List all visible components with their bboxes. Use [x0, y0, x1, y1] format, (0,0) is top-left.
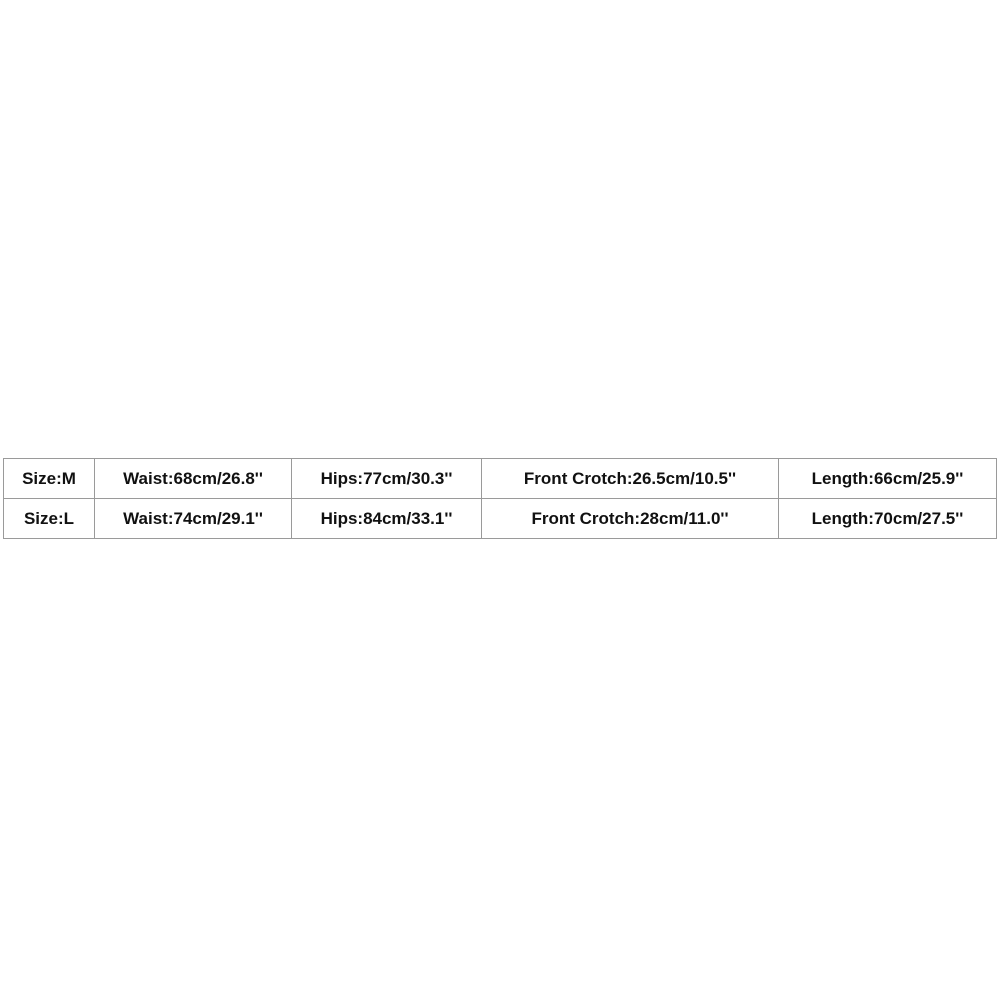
size-cell: Size:M [3, 458, 95, 499]
hips-cell: Hips:84cm/33.1'' [291, 498, 482, 539]
size-cell: Size:L [3, 498, 95, 539]
length-cell: Length:66cm/25.9'' [778, 458, 997, 499]
length-cell: Length:70cm/27.5'' [778, 498, 997, 539]
table-row: Size:L Waist:74cm/29.1'' Hips:84cm/33.1'… [3, 498, 997, 539]
front-crotch-cell: Front Crotch:26.5cm/10.5'' [481, 458, 779, 499]
table-row: Size:M Waist:68cm/26.8'' Hips:77cm/30.3'… [3, 458, 997, 499]
waist-cell: Waist:68cm/26.8'' [94, 458, 292, 499]
front-crotch-cell: Front Crotch:28cm/11.0'' [481, 498, 779, 539]
size-chart-table: Size:M Waist:68cm/26.8'' Hips:77cm/30.3'… [3, 458, 997, 539]
hips-cell: Hips:77cm/30.3'' [291, 458, 482, 499]
waist-cell: Waist:74cm/29.1'' [94, 498, 292, 539]
